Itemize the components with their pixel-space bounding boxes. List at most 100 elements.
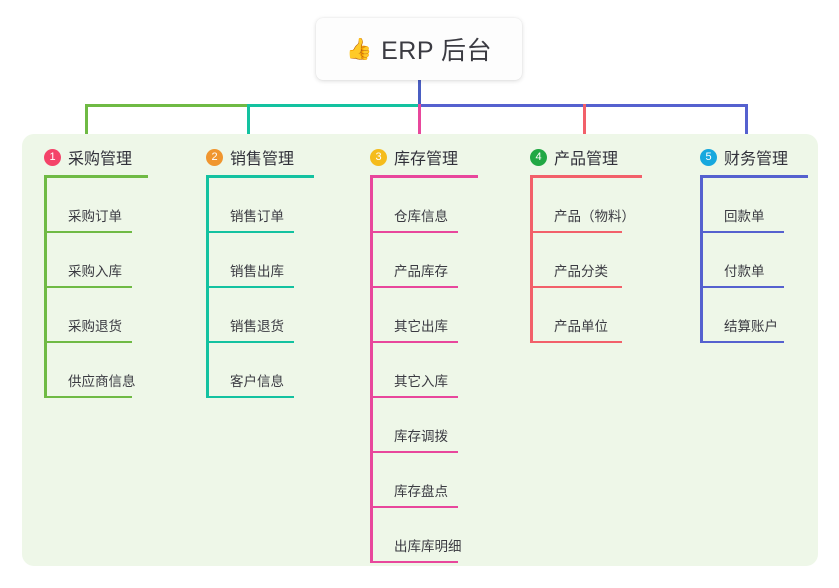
leaf-item[interactable]: 产品分类 (530, 233, 642, 288)
column-title: 产品管理 (554, 151, 619, 168)
leaf-item-label: 库存调拨 (394, 429, 448, 444)
bus-segment-teal (247, 104, 419, 107)
leaf-item-rule (370, 341, 458, 343)
leaf-item-label: 客户信息 (230, 374, 284, 389)
leaf-item-label: 产品单位 (554, 319, 608, 334)
leaf-item-rule (206, 231, 294, 233)
column-header-rule (700, 175, 808, 178)
leaf-item-rule (206, 396, 294, 398)
leaf-item[interactable]: 其它入库 (370, 343, 478, 398)
leaf-item-rule (44, 231, 132, 233)
column-header-4[interactable]: 4 产品管理 (530, 145, 642, 169)
leaf-item[interactable]: 产品（物料） (530, 178, 642, 233)
leaf-item-rule (44, 286, 132, 288)
leaf-item[interactable]: 付款单 (700, 233, 808, 288)
leaf-item[interactable]: 产品单位 (530, 288, 642, 343)
drop-line-col1 (85, 104, 88, 146)
column-number-badge: 4 (530, 148, 547, 166)
leaf-item-rule (700, 341, 784, 343)
leaf-item-rule (370, 561, 458, 563)
column-items: 采购订单采购入库采购退货供应商信息 (44, 178, 148, 398)
leaf-item[interactable]: 出库库明细 (370, 508, 478, 563)
leaf-item-label: 库存盘点 (394, 484, 448, 499)
leaf-item-rule (370, 396, 458, 398)
drop-line-col5 (745, 104, 748, 146)
leaf-item-rule (370, 506, 458, 508)
leaf-item-rule (700, 286, 784, 288)
column-number-badge: 3 (370, 148, 387, 166)
column-items: 仓库信息产品库存其它出库其它入库库存调拨库存盘点出库库明细 (370, 178, 478, 563)
column-number-badge: 5 (700, 148, 717, 166)
leaf-item[interactable]: 销售退货 (206, 288, 314, 343)
drop-line-col4 (583, 104, 586, 146)
leaf-item[interactable]: 采购入库 (44, 233, 148, 288)
leaf-item-rule (530, 341, 622, 343)
trunk-vertical-line (418, 80, 421, 106)
leaf-item[interactable]: 采购订单 (44, 178, 148, 233)
leaf-item-label: 付款单 (724, 264, 765, 279)
column-2: 2 销售管理销售订单销售出库销售退货客户信息 (206, 145, 314, 398)
leaf-item[interactable]: 客户信息 (206, 343, 314, 398)
column-spine-line (530, 178, 533, 343)
column-header-1[interactable]: 1 采购管理 (44, 145, 148, 169)
page-title: ERP 后台 (381, 37, 493, 65)
leaf-item-label: 产品库存 (394, 264, 448, 279)
column-4: 4 产品管理产品（物料） 产品分类产品单位 (530, 145, 642, 343)
bus-segment-green (85, 104, 390, 107)
leaf-item-label: 其它出库 (394, 319, 448, 334)
leaf-item-rule (206, 341, 294, 343)
leaf-item-label: 产品分类 (554, 264, 608, 279)
column-number-badge: 2 (206, 148, 223, 166)
leaf-item-label: 销售出库 (230, 264, 284, 279)
leaf-item-rule (206, 286, 294, 288)
drop-line-col3 (418, 104, 421, 146)
root-node-card[interactable]: 👍 ERP 后台 (316, 18, 522, 80)
leaf-item-label: 采购入库 (68, 264, 122, 279)
column-header-rule (206, 175, 314, 178)
column-title: 采购管理 (68, 151, 133, 168)
leaf-item[interactable]: 库存盘点 (370, 453, 478, 508)
column-title: 销售管理 (230, 151, 295, 168)
column-header-rule (44, 175, 148, 178)
column-items: 回款单付款单结算账户 (700, 178, 808, 343)
column-spine-line (44, 178, 47, 398)
column-number-badge: 1 (44, 148, 61, 166)
leaf-item-label: 供应商信息 (68, 374, 136, 389)
leaf-item[interactable]: 结算账户 (700, 288, 808, 343)
leaf-item-rule (530, 231, 622, 233)
leaf-item[interactable]: 销售订单 (206, 178, 314, 233)
diagram-panel (22, 134, 818, 566)
leaf-item-rule (370, 286, 458, 288)
column-spine-line (370, 178, 373, 563)
column-1: 1 采购管理采购订单采购入库采购退货供应商信息 (44, 145, 148, 398)
leaf-item[interactable]: 仓库信息 (370, 178, 478, 233)
column-header-5[interactable]: 5 财务管理 (700, 145, 808, 169)
column-spine-line (700, 178, 703, 343)
leaf-item[interactable]: 采购退货 (44, 288, 148, 343)
leaf-item-label: 回款单 (724, 209, 765, 224)
leaf-item-rule (370, 451, 458, 453)
leaf-item[interactable]: 其它出库 (370, 288, 478, 343)
leaf-item[interactable]: 产品库存 (370, 233, 478, 288)
column-header-rule (530, 175, 642, 178)
thumbs-up-icon: 👍 (345, 37, 373, 61)
leaf-item[interactable]: 供应商信息 (44, 343, 148, 398)
column-header-2[interactable]: 2 销售管理 (206, 145, 314, 169)
leaf-item[interactable]: 销售出库 (206, 233, 314, 288)
column-spine-line (206, 178, 209, 398)
column-title: 财务管理 (724, 151, 789, 168)
column-items: 销售订单销售出库销售退货客户信息 (206, 178, 314, 398)
leaf-item-label: 采购订单 (68, 209, 122, 224)
leaf-item-label: 产品（物料） (554, 209, 635, 224)
leaf-item-rule (44, 341, 132, 343)
leaf-item[interactable]: 库存调拨 (370, 398, 478, 453)
column-5: 5 财务管理回款单付款单结算账户 (700, 145, 808, 343)
leaf-item[interactable]: 回款单 (700, 178, 808, 233)
column-items: 产品（物料） 产品分类产品单位 (530, 178, 642, 343)
drop-line-col2 (247, 104, 250, 146)
leaf-item-label: 出库库明细 (394, 539, 462, 554)
leaf-item-rule (700, 231, 784, 233)
leaf-item-rule (44, 396, 132, 398)
